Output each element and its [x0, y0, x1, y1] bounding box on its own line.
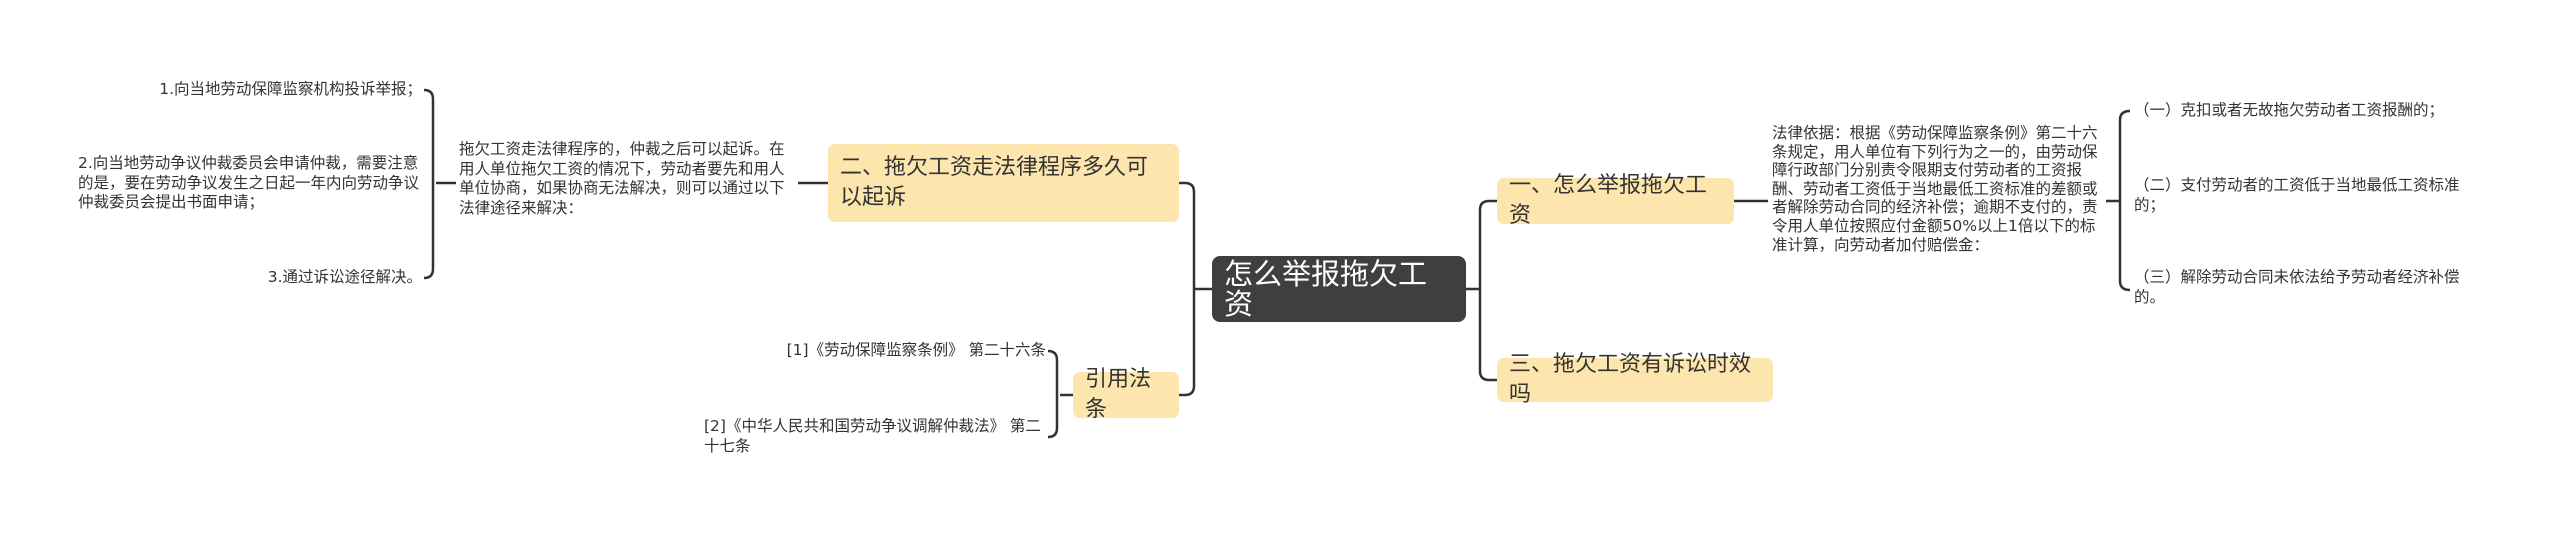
procedure-item-3: 3.通过诉讼途径解决。: [267, 268, 422, 286]
reference-item-1: [1]《劳动保障监察条例》 第二十六条: [786, 341, 1046, 359]
branch-node-legal-procedure[interactable]: 二、拖欠工资走法律程序多久可以起诉: [828, 144, 1179, 222]
violation-item-1: （一）克扣或者无故拖欠劳动者工资报酬的；: [2134, 101, 2445, 119]
branch-node-references[interactable]: 引用法条: [1073, 367, 1179, 422]
violation-item-3: （三）解除劳动合同未依法给予劳动者经济补偿的。: [2134, 268, 2460, 306]
procedure-item-1: 1.向当地劳动保障监察机构投诉举报；: [159, 80, 422, 98]
branch-node-statute-of-limitations[interactable]: 三、拖欠工资有诉讼时效吗: [1497, 352, 1773, 407]
legal-procedure-description: 拖欠工资走法律程序的，仲裁之后可以起诉。在用人单位拖欠工资的情况下，劳动者要先和…: [459, 140, 785, 217]
procedure-item-2: 2.向当地劳动争议仲裁委员会申请仲裁，需要注意的是，要在劳动争议发生之日起一年内…: [78, 154, 420, 211]
violation-item-2: （二）支付劳动者的工资低于当地最低工资标准的；: [2134, 176, 2460, 214]
law-basis-text: 法律依据：根据《劳动保障监察条例》第二十六条规定，用人单位有下列行为之一的，由劳…: [1772, 124, 2098, 254]
branch-node-how-to-report[interactable]: 一、怎么举报拖欠工资: [1497, 173, 1734, 228]
reference-item-2: [2]《中华人民共和国劳动争议调解仲裁法》 第二十七条: [704, 417, 1041, 455]
root-node[interactable]: 怎么举报拖欠工资: [1212, 256, 1466, 322]
